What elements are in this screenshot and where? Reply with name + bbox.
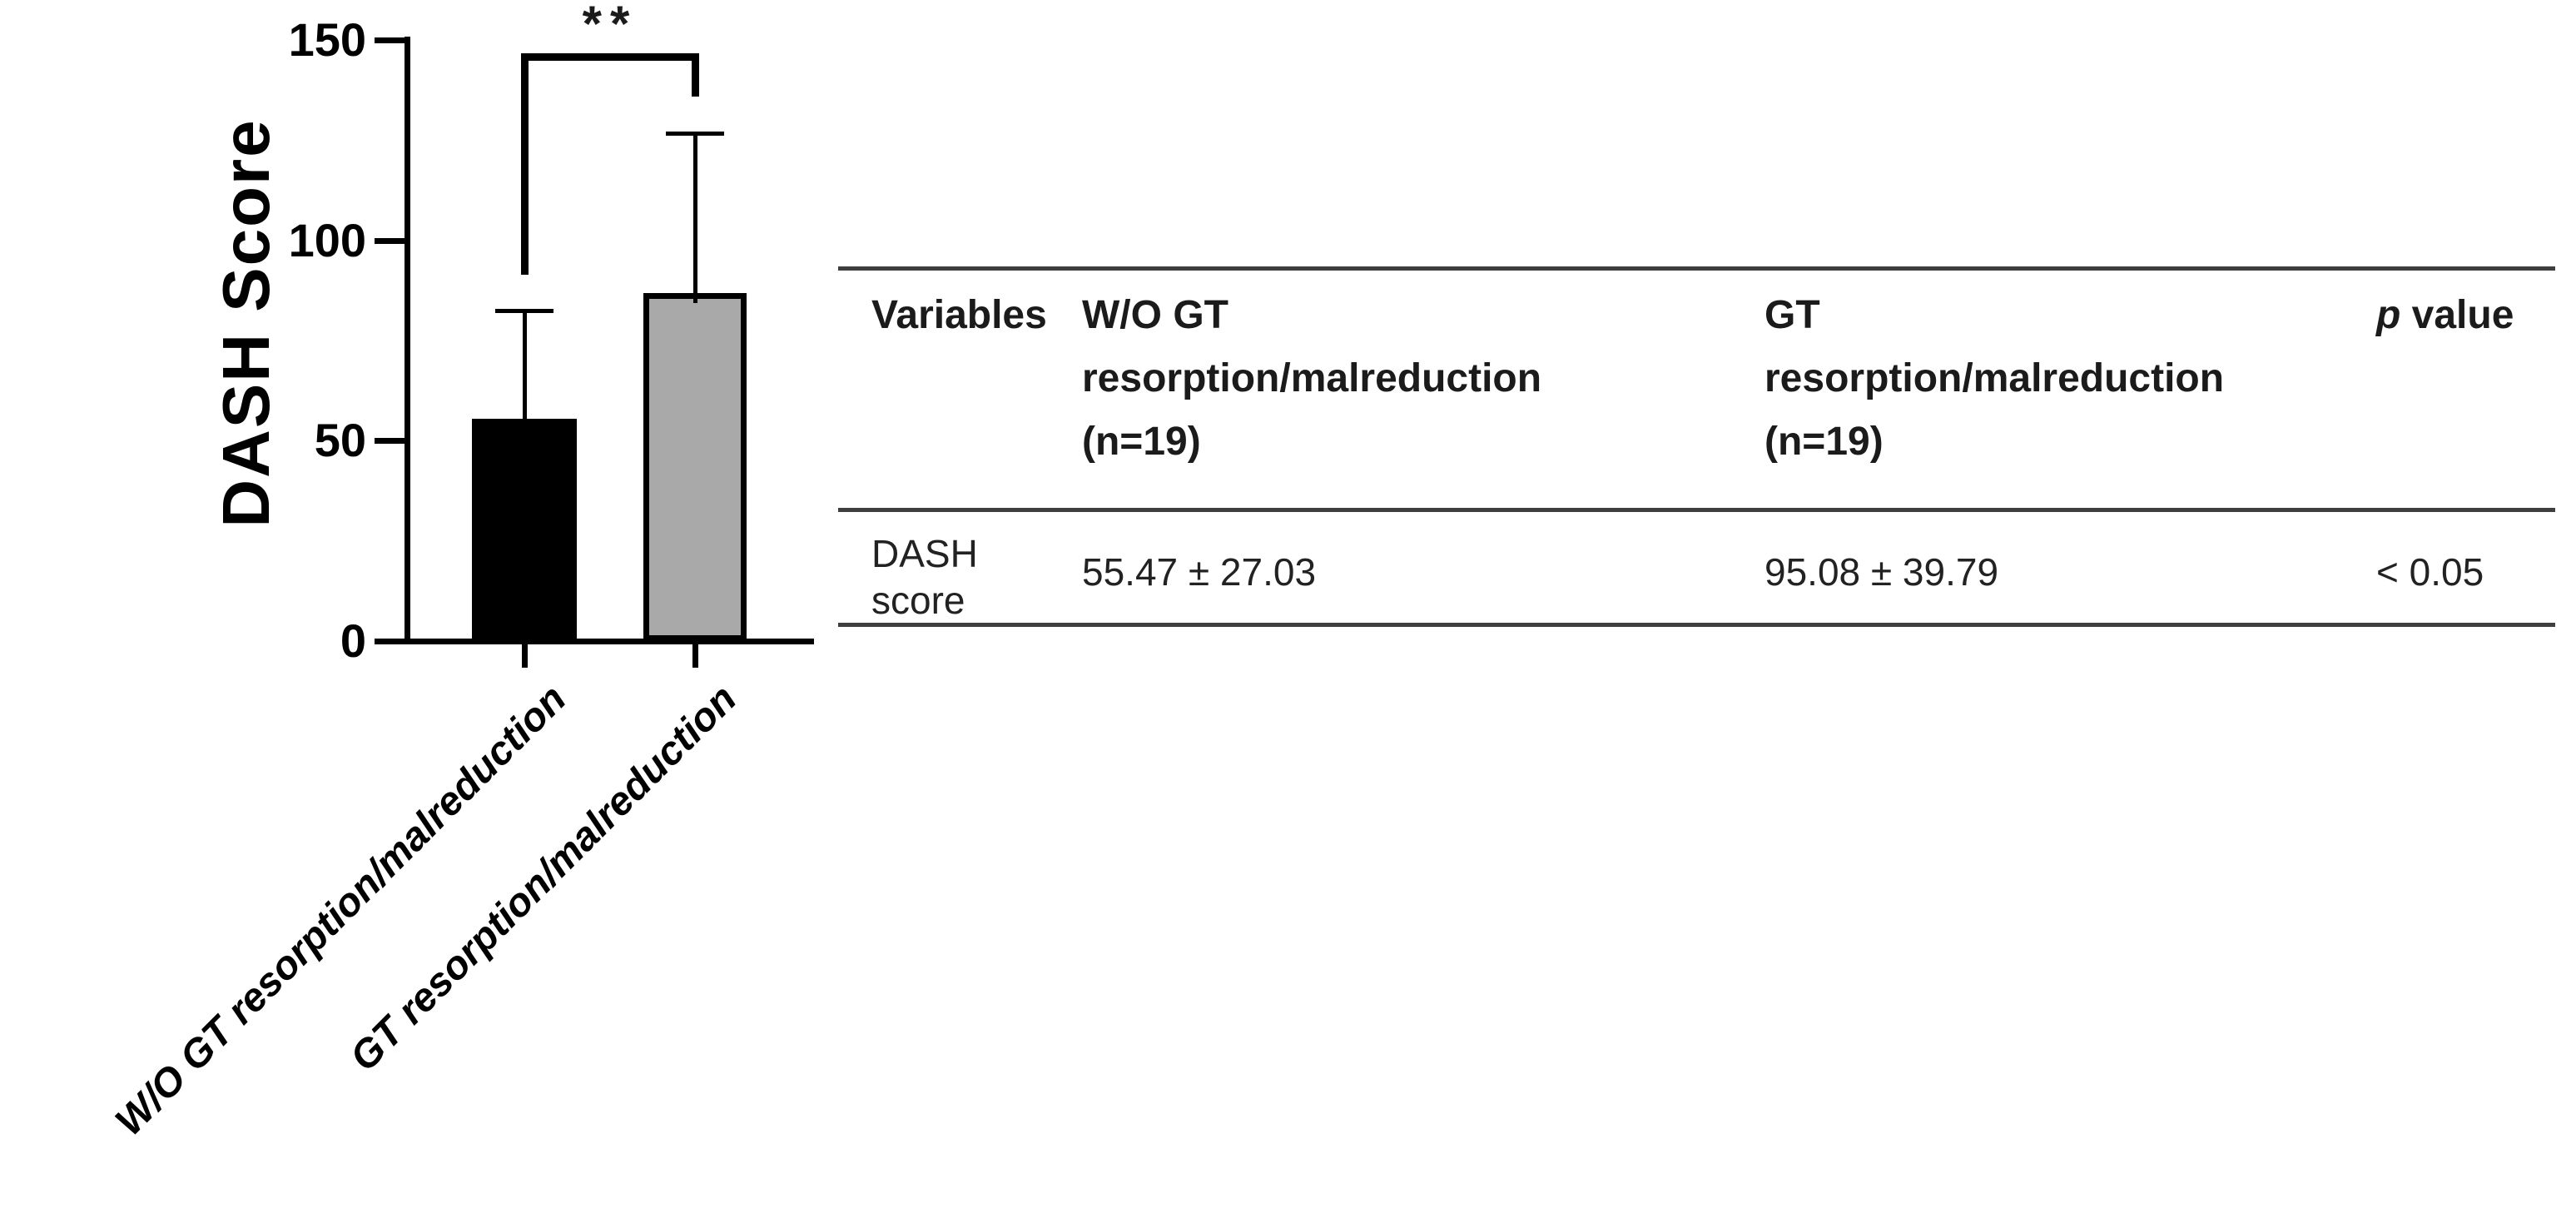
y-tick (375, 639, 405, 644)
x-axis-line (405, 639, 814, 644)
error-bar-line-1 (523, 310, 527, 429)
sig-bracket-left-arm (521, 53, 529, 275)
y-tick-label: 150 (288, 13, 366, 66)
bar-1 (472, 418, 577, 641)
y-tick-label: 50 (314, 414, 366, 467)
row-group1-value: 55.47 ± 27.03 (1082, 550, 1317, 594)
table-header-p-value: p value (2347, 271, 2555, 347)
sig-bracket-horizontal (521, 53, 699, 61)
y-axis-line (405, 37, 410, 644)
error-bar-line-2 (693, 132, 697, 303)
significance-stars: ** (582, 0, 638, 52)
table-header-group2: GT resorption/malreduction (n=19) (1764, 293, 2225, 464)
y-tick-label: 0 (340, 614, 366, 667)
x-tick-2 (692, 644, 698, 668)
table-rule-middle (838, 508, 2555, 512)
y-tick (375, 37, 405, 43)
bar-2 (643, 292, 747, 641)
x-tick-1 (522, 644, 528, 668)
table-header-row: Variables W/O GT resorption/malreduction… (838, 271, 2555, 474)
error-bar-cap-1 (495, 308, 553, 313)
bar-chart: DASH Score ** W/O GT resorption/malreduc… (0, 0, 841, 1223)
row-variable-label: DASH score (871, 532, 978, 622)
p-italic: p (2376, 293, 2401, 337)
row-group2-value: 95.08 ± 39.79 (1764, 550, 1999, 594)
summary-table: Variables W/O GT resorption/malreduction… (838, 266, 2555, 633)
error-bar-cap-2 (666, 131, 724, 136)
sig-bracket-right-arm (692, 53, 699, 97)
table-row-dash-score: DASH score 55.47 ± 27.03 95.08 ± 39.79 <… (838, 512, 2555, 624)
table-rule-bottom (838, 623, 2555, 627)
table-header-group1: W/O GT resorption/malreduction (n=19) (1082, 293, 1542, 464)
table-header-variables: Variables (871, 293, 1047, 337)
y-tick-label: 100 (288, 213, 366, 266)
table-rule-top (838, 266, 2555, 271)
y-tick (375, 438, 405, 445)
y-tick (375, 237, 405, 244)
row-p-value: < 0.05 (2376, 550, 2484, 594)
p-rest: value (2400, 293, 2514, 337)
